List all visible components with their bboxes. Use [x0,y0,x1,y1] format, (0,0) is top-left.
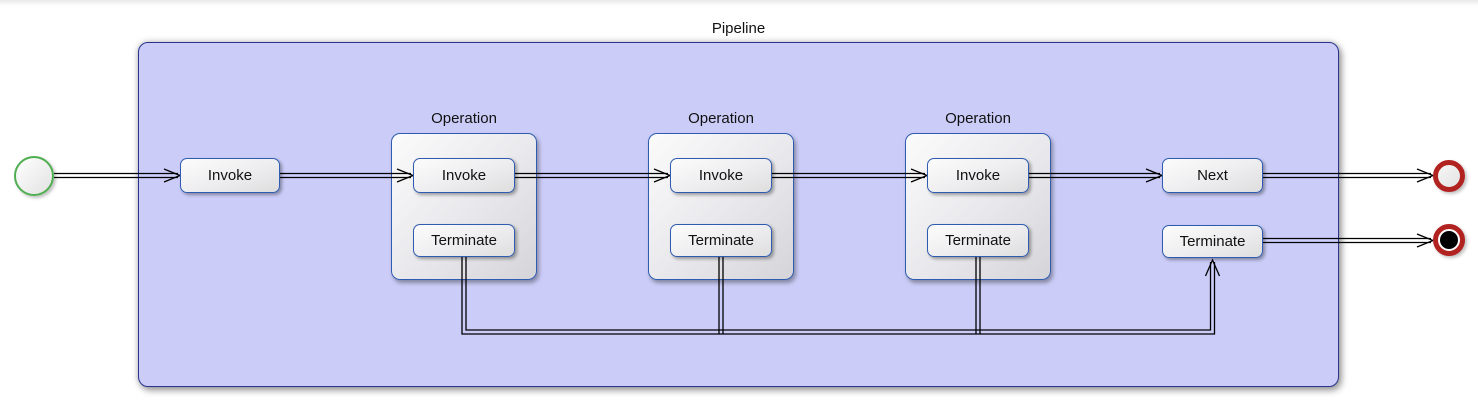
operation-3-box[interactable] [905,133,1051,280]
operation-2-box[interactable] [648,133,794,280]
operation-1-terminate-node[interactable]: Terminate [413,224,515,257]
operation-2-invoke-node[interactable]: Invoke [670,158,772,193]
operation-1-invoke-node[interactable]: Invoke [413,158,515,193]
operation-3-label: Operation [945,110,1011,127]
final-state-node[interactable] [1433,160,1465,192]
entry-invoke-node[interactable]: Invoke [180,158,280,193]
next-action-node[interactable]: Next [1162,158,1263,193]
operation-1-box[interactable] [391,133,537,280]
initial-state-node[interactable] [14,156,54,196]
operation-3-invoke-node[interactable]: Invoke [927,158,1029,193]
pipeline-title: Pipeline [711,20,766,37]
operation-3-terminate-node[interactable]: Terminate [927,224,1029,257]
operation-2-terminate-node[interactable]: Terminate [670,224,772,257]
terminated-state-node[interactable] [1433,224,1465,256]
terminate-action-node[interactable]: Terminate [1162,225,1263,258]
operation-2-label: Operation [688,110,754,127]
terminated-state-dot [1440,231,1458,249]
operation-1-label: Operation [431,110,497,127]
